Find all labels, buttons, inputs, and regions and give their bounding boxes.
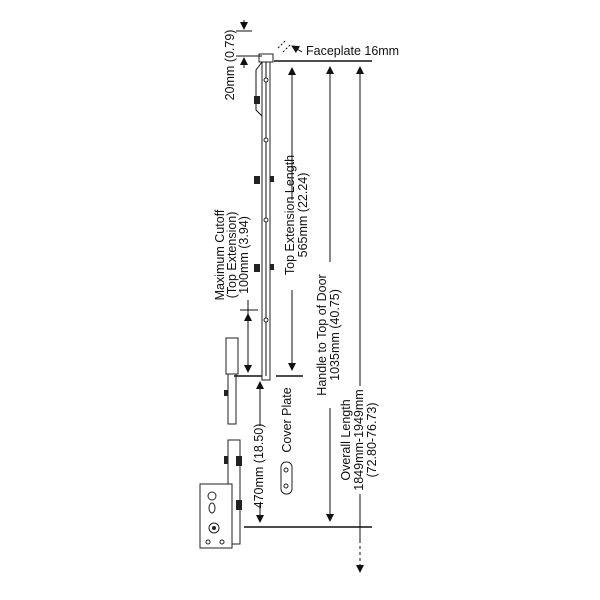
overall-label-1: Overall Length [339, 399, 353, 480]
top-gap-dimension: 20mm (0.79) [223, 20, 262, 100]
handle-label-2: 1035mm (40.75) [328, 289, 342, 381]
faceplate-callout: Faceplate 16mm [277, 39, 399, 58]
top-extension-label-1: Top Extension Length [283, 155, 297, 275]
gearbox-strip [199, 337, 242, 549]
faceplate-label: Faceplate 16mm [306, 44, 399, 58]
overall-label-2: 1849mm-1949mm [352, 389, 366, 490]
cover-plate-part [280, 461, 293, 495]
cutoff-dimension: Maximum Cutoff (Top Extension) 100mm (3.… [213, 209, 262, 377]
top-extension-rod [254, 53, 274, 381]
overall-label-3: (72.80-76.73) [365, 402, 379, 477]
overall-length-dimension: Overall Length 1849mm-1949mm (72.80-76.7… [339, 66, 379, 573]
top-extension-label-2: 565mm (22.24) [296, 173, 310, 258]
cutoff-label-1: Maximum Cutoff [213, 209, 227, 300]
lower-dimension: 470mm (18.50) [252, 381, 266, 523]
top-gap-label: 20mm (0.79) [223, 30, 237, 101]
handle-label-1: Handle to Top of Door [315, 274, 329, 395]
lower-label: 470mm (18.50) [252, 424, 266, 509]
cutoff-label-3: 100mm (3.94) [237, 216, 251, 294]
handle-to-top-dimension: Handle to Top of Door 1035mm (40.75) [315, 66, 342, 522]
cutoff-label-2: (Top Extension) [225, 212, 239, 299]
cover-plate-label: Cover Plate [280, 387, 294, 452]
top-extension-dimension: Top Extension Length 565mm (22.24) [276, 67, 310, 377]
